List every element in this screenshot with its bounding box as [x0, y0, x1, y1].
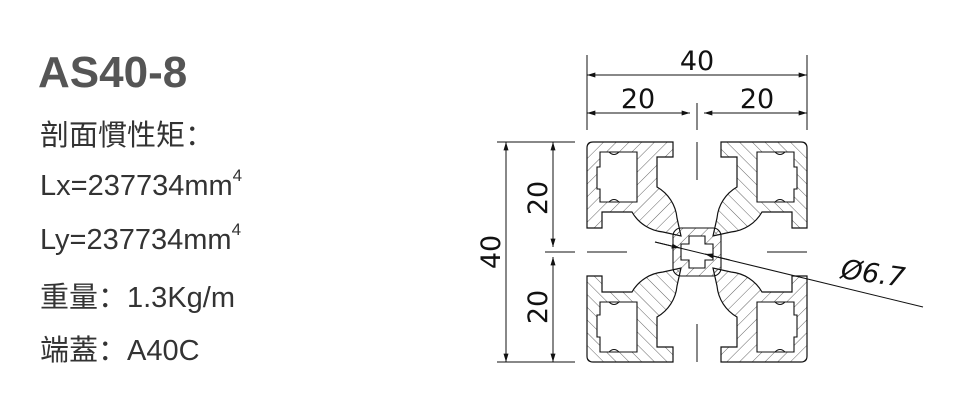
- lx-text: Lx=237734mm: [40, 170, 233, 202]
- dimension-lines: [497, 55, 924, 363]
- ly-value: Ly=237734mm4: [40, 220, 241, 257]
- weight-value: 重量：1.3Kg/m: [40, 282, 235, 314]
- lx-exponent: 4: [232, 166, 243, 185]
- dim-diameter: Ø6.7: [838, 254, 907, 294]
- lx-value: Lx=237734mm4: [40, 166, 242, 203]
- inertia-label: 剖面慣性矩：: [40, 120, 215, 152]
- dim-height-top: 20: [523, 181, 554, 215]
- product-title: AS40-8: [38, 48, 188, 97]
- dim-width-total: 40: [680, 46, 714, 77]
- dim-height-total: 40: [476, 235, 507, 269]
- dim-width-right: 20: [740, 84, 774, 115]
- ly-exponent: 4: [231, 220, 242, 239]
- end-cap-value: 端蓋：A40C: [40, 335, 200, 367]
- dim-height-bottom: 20: [523, 290, 554, 324]
- dim-width-left: 20: [621, 84, 655, 115]
- ly-text: Ly=237734mm: [40, 224, 232, 256]
